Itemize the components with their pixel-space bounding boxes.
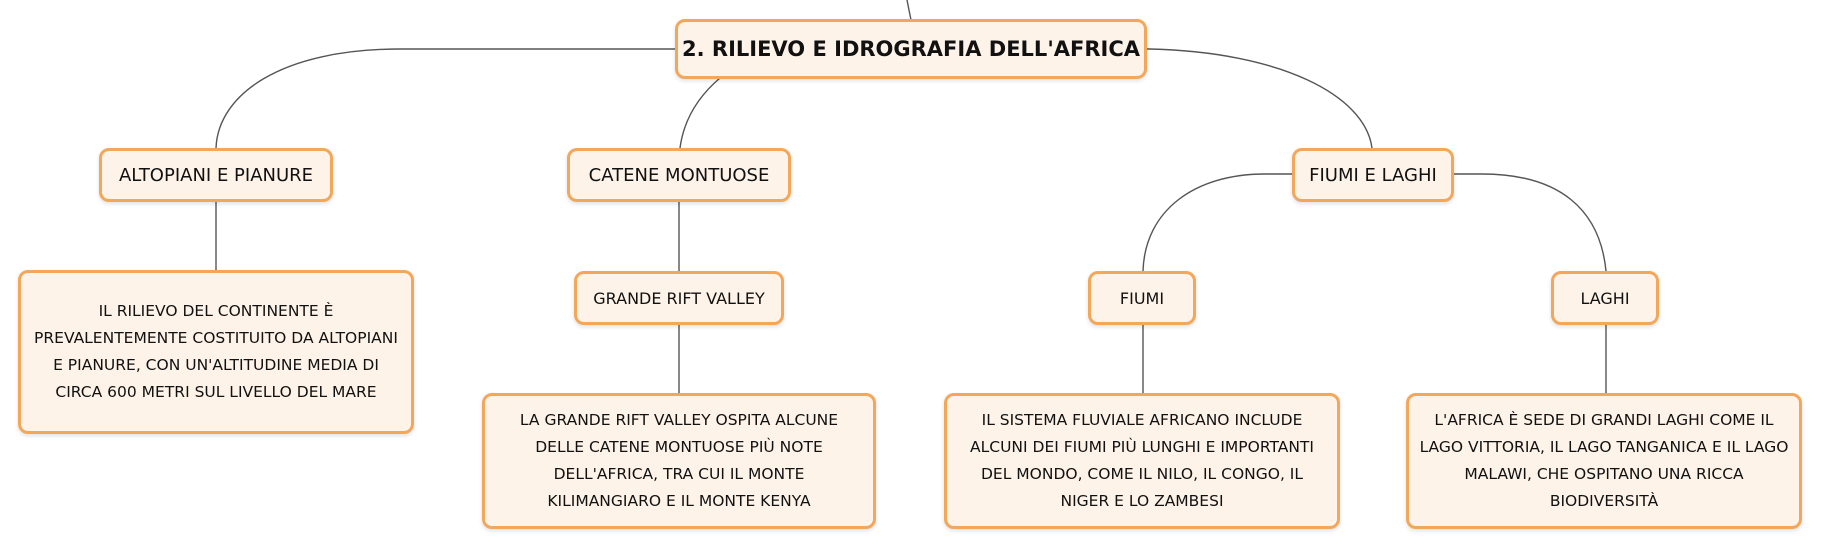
node-fiumi[interactable]: FIUMI: [1088, 271, 1196, 325]
node-fiumi-detail[interactable]: IL SISTEMA FLUVIALE AFRICANO INCLUDE ALC…: [944, 393, 1340, 529]
node-grande-rift-valley-label: GRANDE RIFT VALLEY: [593, 288, 765, 308]
node-catene-montuose[interactable]: CATENE MONTUOSE: [567, 148, 791, 202]
node-laghi-label: LAGHI: [1580, 288, 1630, 308]
node-fiumi-e-laghi[interactable]: FIUMI E LAGHI: [1292, 148, 1454, 202]
node-laghi[interactable]: LAGHI: [1551, 271, 1659, 325]
node-fiumi-e-laghi-label: FIUMI E LAGHI: [1309, 164, 1437, 186]
node-altopiani-detail-text: IL RILIEVO DEL CONTINENTE È PREVALENTEME…: [34, 302, 398, 401]
node-altopiani-e-pianure[interactable]: ALTOPIANI E PIANURE: [99, 148, 333, 202]
node-altopiani-detail[interactable]: IL RILIEVO DEL CONTINENTE È PREVALENTEME…: [18, 270, 414, 434]
connector-parent-root: [906, 0, 912, 21]
node-catene-montuose-label: CATENE MONTUOSE: [588, 164, 770, 186]
connector-root-catene: [679, 77, 721, 149]
root-node[interactable]: 2. RILIEVO E IDROGRAFIA DELL'AFRICA: [675, 19, 1147, 79]
node-altopiani-e-pianure-label: ALTOPIANI E PIANURE: [118, 164, 314, 186]
node-laghi-detail[interactable]: L'AFRICA È SEDE DI GRANDI LAGHI COME IL …: [1406, 393, 1802, 529]
node-rift-valley-detail[interactable]: LA GRANDE RIFT VALLEY OSPITA ALCUNE DELL…: [482, 393, 876, 529]
node-rift-valley-detail-text: LA GRANDE RIFT VALLEY OSPITA ALCUNE DELL…: [519, 411, 839, 510]
node-grande-rift-valley[interactable]: GRANDE RIFT VALLEY: [574, 271, 784, 325]
connector-root-altopiani: [215, 48, 678, 149]
connector-fiumi-laghi-laghi: [1453, 173, 1607, 272]
node-fiumi-detail-text: IL SISTEMA FLUVIALE AFRICANO INCLUDE ALC…: [970, 411, 1314, 510]
node-fiumi-label: FIUMI: [1119, 288, 1165, 308]
root-node-label: 2. RILIEVO E IDROGRAFIA DELL'AFRICA: [682, 37, 1140, 61]
node-laghi-detail-text: L'AFRICA È SEDE DI GRANDI LAGHI COME IL …: [1419, 411, 1789, 510]
connector-root-fiumi-laghi: [1145, 48, 1373, 149]
connector-fiumi-laghi-fiumi: [1142, 173, 1294, 272]
